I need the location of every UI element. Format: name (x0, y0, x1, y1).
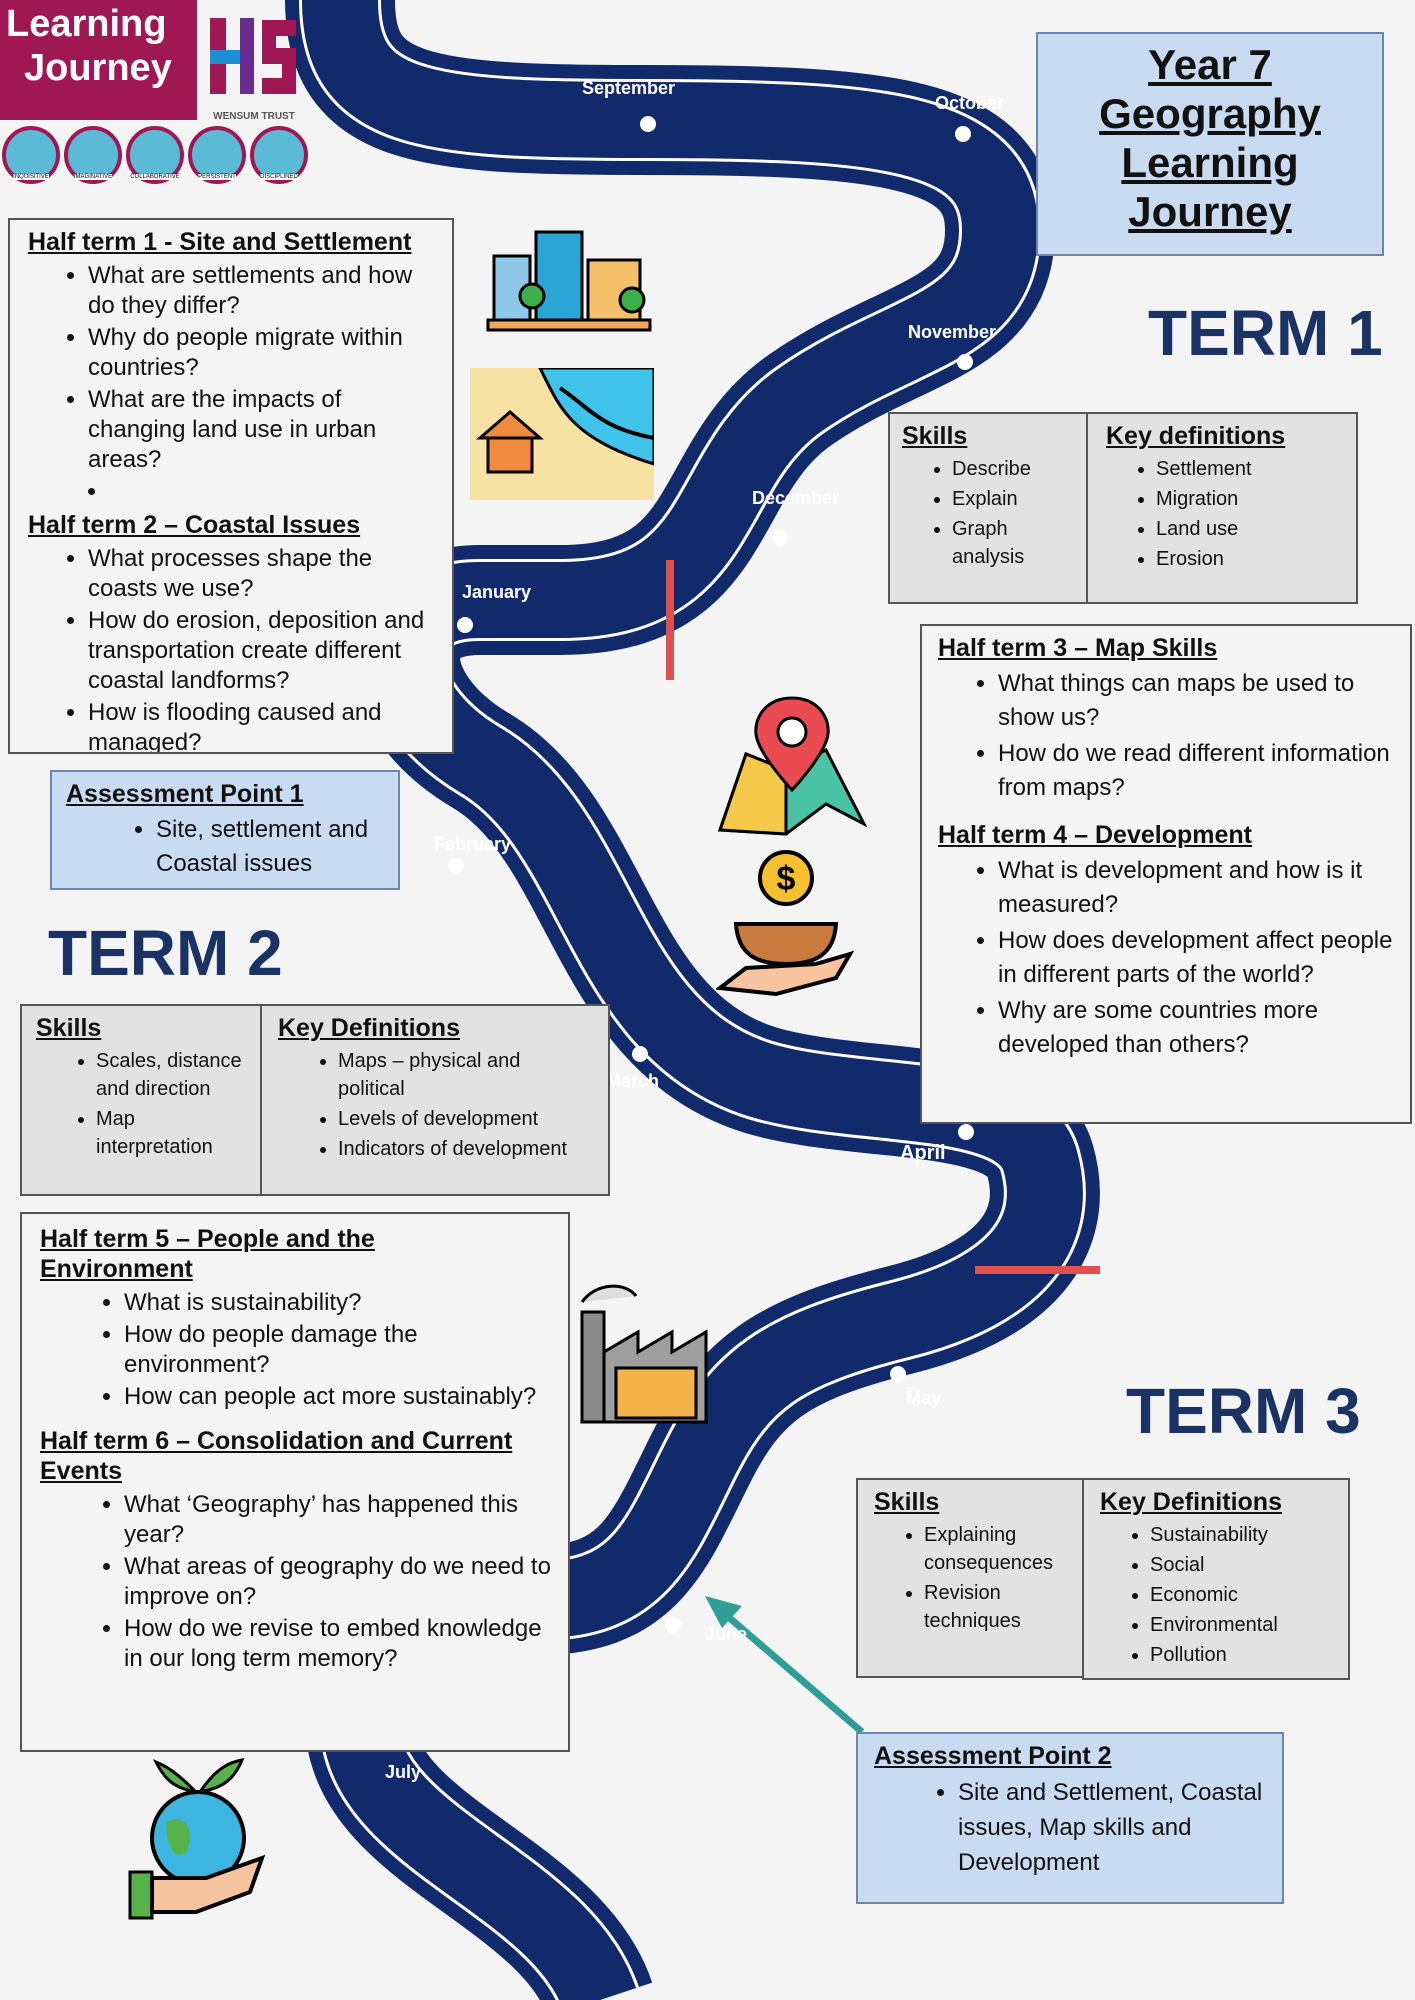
term-1-heading: TERM 1 (1148, 297, 1383, 369)
definition-item: Land use (1156, 515, 1338, 543)
trust-name: WENSUM TRUST (213, 111, 295, 122)
arrow-head-icon (705, 1596, 742, 1628)
half-term-3-heading: Half term 3 – Map Skills (938, 634, 1218, 662)
money-hand-icon: $ (716, 850, 855, 997)
month-label: April (900, 1142, 946, 1164)
skill-item: Scales, distance and direction (96, 1047, 246, 1103)
definitions-heading: Key Definitions (1100, 1488, 1282, 1516)
term-2-heading: TERM 2 (48, 917, 283, 989)
skills-heading: Skills (902, 422, 968, 450)
skill-item: Describe (952, 455, 1074, 483)
skills-heading: Skills (36, 1014, 102, 1042)
question-item: What processes shape the coasts we use? (88, 544, 442, 604)
half-term-4-heading: Half term 4 – Development (938, 821, 1252, 849)
month-label: June (705, 1624, 748, 1644)
skill-item: Explaining consequences (924, 1521, 1066, 1577)
skill-item: Explain (952, 485, 1074, 513)
definition-item: Migration (1156, 485, 1338, 513)
half-term-5-6-box: Half term 5 – People and the Environment… (20, 1212, 570, 1752)
assessment-point-2: Assessment Point 2 Site and Settlement, … (856, 1732, 1284, 1904)
question-item: What things can maps be used to show us? (998, 667, 1400, 735)
question-item: How is flooding caused and managed? (88, 698, 442, 752)
definition-item: Environmental (1150, 1611, 1332, 1639)
logo-line: Learning (6, 3, 167, 45)
definition-item: Pollution (1150, 1641, 1332, 1669)
lightbulb-head-icon: IMAGINATIVE (64, 126, 122, 184)
half-term-3-4-box: Half term 3 – Map Skills What things can… (920, 624, 1412, 1124)
question-item: How do erosion, deposition and transport… (88, 606, 442, 696)
term-3-definitions-box: Key Definitions Sustainability Social Ec… (1082, 1478, 1350, 1680)
factory-icon (580, 1284, 708, 1424)
half-term-6-heading: Half term 6 – Consolidation and Current … (40, 1427, 513, 1485)
document-pen-icon: PERSISTENT (188, 126, 246, 184)
question-item: How can people act more sustainably? (124, 1382, 554, 1412)
half-term-1-2-box: Half term 1 - Site and Settlement What a… (8, 218, 454, 754)
question-item (38, 477, 442, 507)
question-item: What is development and how is it measur… (998, 854, 1400, 922)
svg-text:$: $ (777, 860, 796, 898)
definition-item: Indicators of development (338, 1135, 592, 1163)
question-item: How do people damage the environment? (124, 1320, 554, 1380)
question-item: What ‘Geography’ has happened this year? (124, 1490, 554, 1550)
earth-plant-hand-icon (128, 1758, 266, 1920)
definition-item: Settlement (1156, 455, 1338, 483)
term-3-heading: TERM 3 (1126, 1375, 1361, 1447)
assessment-item: Site and Settlement, Coastal issues, Map… (958, 1775, 1266, 1880)
month-label: May (906, 1388, 942, 1408)
definition-item: Economic (1150, 1581, 1332, 1609)
people-circle-icon: COLLABORATIVE (126, 126, 184, 184)
assessment-point-1-heading: Assessment Point 1 (66, 780, 304, 808)
month-label: September (582, 78, 676, 98)
magnifier-icon: INQUISITIVE (2, 126, 60, 184)
assessment-item: Site, settlement and Coastal issues (156, 813, 384, 881)
assessment-arrow (715, 1605, 865, 1735)
question-item: How does development affect people in di… (998, 924, 1400, 992)
coastline-map-icon (470, 368, 654, 500)
question-item: What are settlements and how do they dif… (88, 261, 442, 321)
definitions-heading: Key Definitions (278, 1014, 460, 1042)
term-1-definitions-box: Key definitions Settlement Migration Lan… (1086, 412, 1358, 604)
skill-item: Map interpretation (96, 1105, 246, 1161)
month-label: October (935, 93, 1005, 113)
definition-item: Social (1150, 1551, 1332, 1579)
half-term-1-heading: Half term 1 - Site and Settlement (28, 228, 412, 256)
learning-journey-logo: Learning Journey (0, 0, 197, 120)
question-item: What is sustainability? (124, 1288, 554, 1318)
definition-item: Erosion (1156, 545, 1338, 573)
question-item: What are the impacts of changing land us… (88, 385, 442, 475)
definition-item: Maps – physical and political (338, 1047, 592, 1103)
month-label: July (385, 1762, 422, 1782)
term-2-skills-box: Skills Scales, distance and direction Ma… (20, 1004, 262, 1196)
wensum-trust-logo: WENSUM TRUST (206, 10, 302, 122)
month-label: January (462, 582, 532, 602)
definition-item: Sustainability (1150, 1521, 1332, 1549)
definitions-heading: Key definitions (1106, 422, 1286, 450)
question-item: Why are some countries more developed th… (998, 994, 1400, 1062)
month-label: February (434, 834, 512, 854)
question-item: Why do people migrate within countries? (88, 323, 442, 383)
value-badges: INQUISITIVE IMAGINATIVE COLLABORATIVE PE… (2, 126, 312, 190)
month-label: December (752, 488, 840, 508)
city-buildings-icon (486, 230, 652, 332)
assessment-point-2-heading: Assessment Point 2 (874, 1742, 1112, 1770)
logo-line: Journey (24, 47, 172, 89)
half-term-5-heading: Half term 5 – People and the Environment (40, 1225, 375, 1283)
month-label: November (908, 322, 997, 342)
brain-head-icon: DISCIPLINED (250, 126, 308, 184)
term-2-definitions-box: Key Definitions Maps – physical and poli… (260, 1004, 610, 1196)
half-term-2-heading: Half term 2 – Coastal Issues (28, 511, 361, 539)
term-1-skills-box: Skills Describe Explain Graph analysis (888, 412, 1088, 604)
skill-item: Revision techniques (924, 1579, 1066, 1635)
definition-item: Levels of development (338, 1105, 592, 1133)
question-item: How do we revise to embed knowledge in o… (124, 1614, 554, 1674)
term-3-skills-box: Skills Explaining consequences Revision … (856, 1478, 1084, 1678)
assessment-point-1: Assessment Point 1 Site, settlement and … (50, 770, 400, 890)
question-item: How do we read different information fro… (998, 737, 1400, 805)
map-pin-icon (717, 696, 868, 836)
question-item: What areas of geography do we need to im… (124, 1552, 554, 1612)
skill-item: Graph analysis (952, 515, 1074, 571)
skills-heading: Skills (874, 1488, 940, 1516)
month-label: March (606, 1071, 660, 1091)
